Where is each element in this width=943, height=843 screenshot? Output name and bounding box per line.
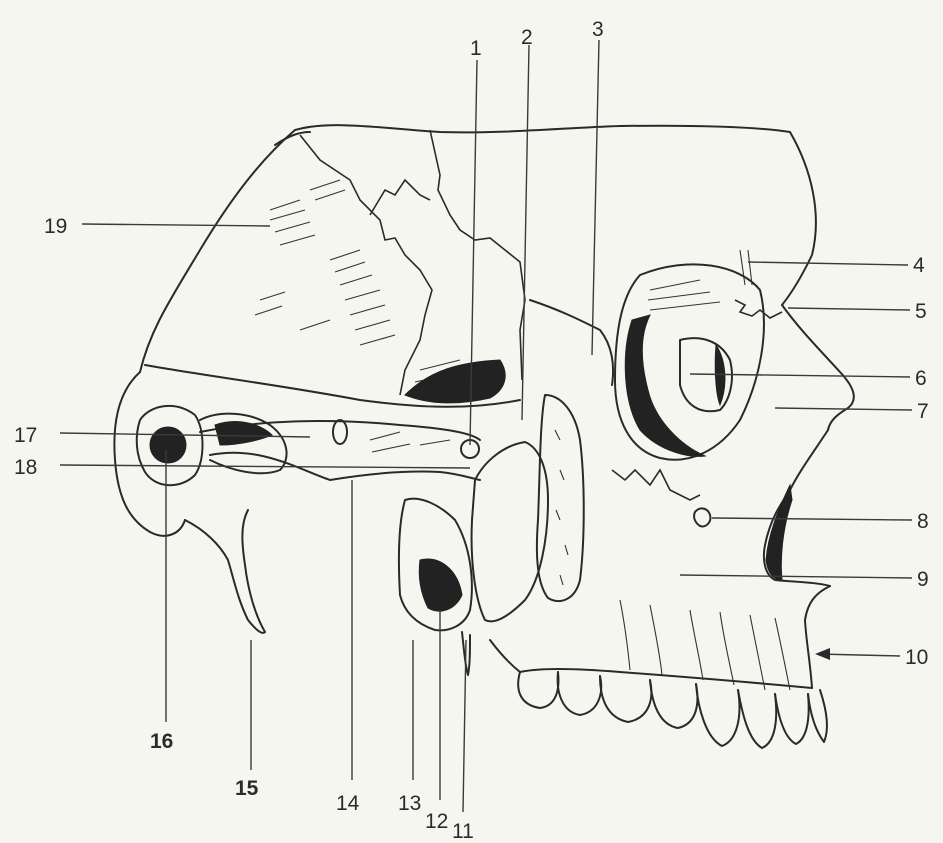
zygomatic-stipple	[555, 430, 568, 585]
frontal-suture-upper	[370, 180, 430, 215]
label-13: 13	[398, 792, 421, 815]
leader-10-arrowhead	[815, 648, 830, 660]
leader-lines	[60, 40, 912, 812]
label-12: 12	[425, 810, 448, 833]
label-11: 11	[452, 820, 474, 843]
label-2: 2	[521, 26, 533, 49]
label-9: 9	[917, 568, 929, 591]
premaxilla-edge	[805, 586, 830, 688]
label-4: 4	[913, 254, 925, 277]
label-6: 6	[915, 367, 927, 390]
skull-drawing	[114, 125, 853, 748]
sphenoid-suture	[300, 135, 432, 395]
label-1: 1	[470, 37, 482, 60]
label-16: 16	[150, 730, 173, 753]
leader-10	[818, 654, 900, 656]
label-10: 10	[905, 646, 928, 669]
number-labels: 1 2 3 4 5 6 7 8 9 10 11 12 13 14 15 16 1…	[14, 18, 929, 843]
leader-3	[592, 40, 599, 355]
pterygoid-shadow	[419, 559, 462, 611]
frontozygomatic-suture	[735, 300, 782, 318]
zygomatic-foramen	[333, 420, 347, 444]
temporal-fossa-hatching	[255, 180, 470, 394]
coronal-suture	[430, 130, 525, 380]
orbit-shadow	[625, 315, 705, 456]
infraorbital-foramen	[694, 508, 710, 526]
label-8: 8	[917, 510, 929, 533]
leader-18	[60, 465, 470, 468]
label-7: 7	[917, 400, 929, 423]
leader-9	[680, 575, 912, 578]
zygomaticomaxillary-suture	[612, 470, 700, 500]
leader-19	[82, 224, 270, 226]
leader-7	[775, 408, 912, 410]
label-5: 5	[915, 300, 927, 323]
external-acoustic-meatus	[150, 427, 186, 463]
tooth-row	[518, 672, 827, 748]
leader-8	[712, 518, 912, 520]
nasal-aperture-shadow	[766, 485, 792, 580]
label-18: 18	[14, 456, 37, 479]
label-17: 17	[14, 424, 37, 447]
leader-11	[463, 640, 466, 812]
styloid-process	[185, 510, 265, 633]
cranial-vault-outline	[140, 125, 816, 372]
label-19: 19	[44, 215, 67, 238]
arch-hatching	[370, 432, 450, 452]
leader-4	[748, 262, 908, 265]
postglenoid-shadow	[215, 422, 272, 445]
leader-2	[522, 45, 529, 420]
label-14: 14	[336, 792, 360, 815]
maxilla-ridges	[620, 600, 790, 690]
label-15: 15	[235, 777, 259, 800]
label-3: 3	[592, 18, 604, 41]
frontal-lower-edge	[782, 305, 854, 430]
leader-5	[788, 308, 910, 310]
